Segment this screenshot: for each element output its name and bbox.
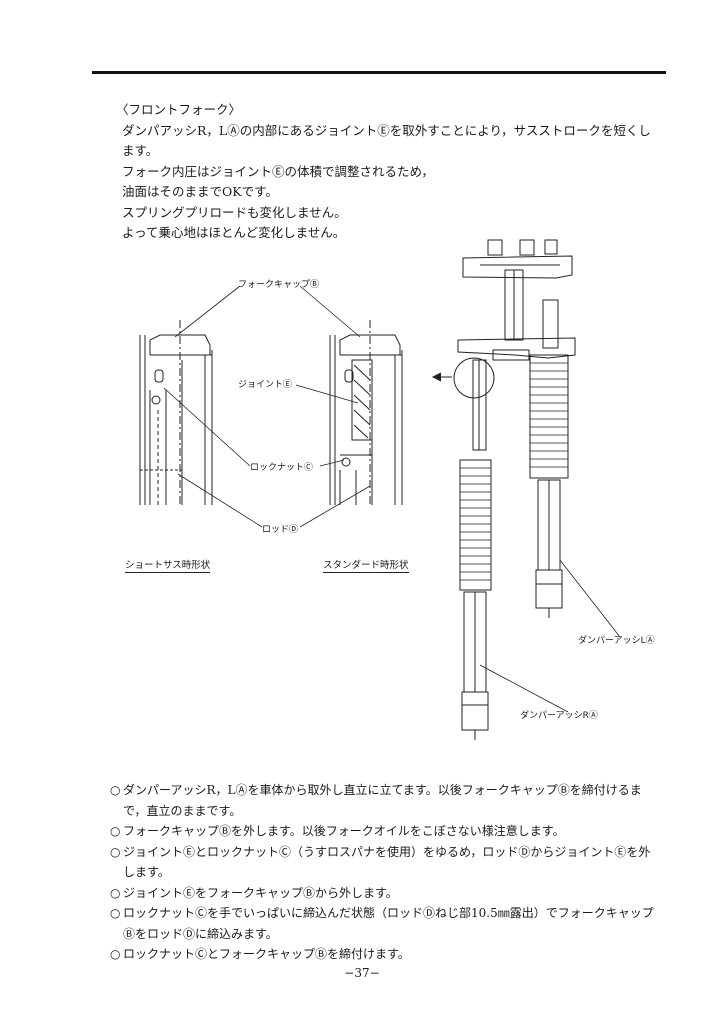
- bullet-icon: ○: [110, 885, 121, 900]
- list-item: ○ フォークキャップⒷを外します。以後フォークオイルをこぼさない様注意します。: [110, 821, 660, 842]
- rod-label: ロッドⒹ: [262, 525, 299, 535]
- bullet-icon: ○: [110, 783, 121, 797]
- list-item: ○ ジョイントⒺをフォークキャップⒷから外します。: [110, 883, 660, 904]
- intro-line: よって乗心地はほとんど変化しません。: [122, 225, 346, 240]
- fork-cap-label: フォークキャップⒷ: [238, 280, 320, 290]
- section-heading: 〈フロントフォーク〉: [116, 102, 242, 117]
- intro-line: ダンパアッシR，LⒶの内部にあるジョイントⒺを取外すことにより，サスストロークを…: [122, 122, 651, 159]
- short-shape-detail: [139, 320, 213, 505]
- procedure-list: ○ ダンパーアッシR，LⒶを車体から取外し直立に立てます。以後フォークキャップⒷ…: [110, 780, 660, 965]
- page-number: −37−: [344, 966, 380, 980]
- step-text: フォークキャップⒷを外します。以後フォークオイルをこぼさない様注意します。: [123, 824, 565, 838]
- standard-shape-caption: スタンダード時形状: [323, 557, 409, 573]
- intro-line: スプリングプリロードも変化しません。: [122, 204, 347, 220]
- header-rule: [92, 71, 666, 74]
- intro-line: フォーク内圧はジョイントⒺの体積で調整されるため，油面はそのままでOKです。: [122, 163, 434, 200]
- short-shape-caption: ショートサス時形状: [125, 557, 211, 573]
- bullet-icon: ○: [110, 947, 121, 961]
- list-item: ○ ロックナットⒸを手でいっぱいに締込んだ状態（ロッドⒹねじ部10.5㎜露出）で…: [110, 903, 660, 944]
- list-item: ○ ダンパーアッシR，LⒶを車体から取外し直立に立てます。以後フォークキャップⒷ…: [110, 780, 660, 821]
- step-text: ロックナットⒸとフォークキャップⒷを締付けます。: [123, 947, 410, 961]
- standard-shape-detail: [329, 320, 403, 505]
- damper-l-label: ダンパーアッシLⒶ: [578, 636, 655, 646]
- intro-section: 〈フロントフォーク〉 ダンパアッシR，LⒶの内部にあるジョイントⒺを取外すことに…: [116, 100, 661, 244]
- step-text: ジョイントⒺとロックナットⒸ（うすロスパナを使用）をゆるめ，ロッドⒹからジョイン…: [123, 844, 651, 880]
- list-item: ○ ジョイントⒺとロックナットⒸ（うすロスパナを使用）をゆるめ，ロッドⒹからジョ…: [110, 842, 660, 883]
- bullet-icon: ○: [110, 844, 121, 859]
- list-item: ○ ロックナットⒸとフォークキャップⒷを締付けます。: [110, 944, 660, 965]
- lock-nut-label: ロックナットⒸ: [250, 463, 314, 473]
- bullet-icon: ○: [110, 824, 121, 838]
- step-text: ダンパーアッシR，LⒶを車体から取外し直立に立てます。以後フォークキャップⒷを締…: [123, 783, 642, 818]
- step-text: ジョイントⒺをフォークキャップⒷから外します。: [123, 885, 398, 900]
- bullet-icon: ○: [110, 906, 121, 920]
- fork-assembly: [431, 239, 621, 740]
- step-text: ロックナットⒸを手でいっぱいに締込んだ状態（ロッドⒹねじ部10.5㎜露出）でフォ…: [123, 906, 654, 941]
- leader-lines: [163, 285, 371, 528]
- joint-label: ジョイントⒺ: [238, 380, 293, 390]
- damper-r-label: ダンパーアッシRⒶ: [520, 711, 598, 721]
